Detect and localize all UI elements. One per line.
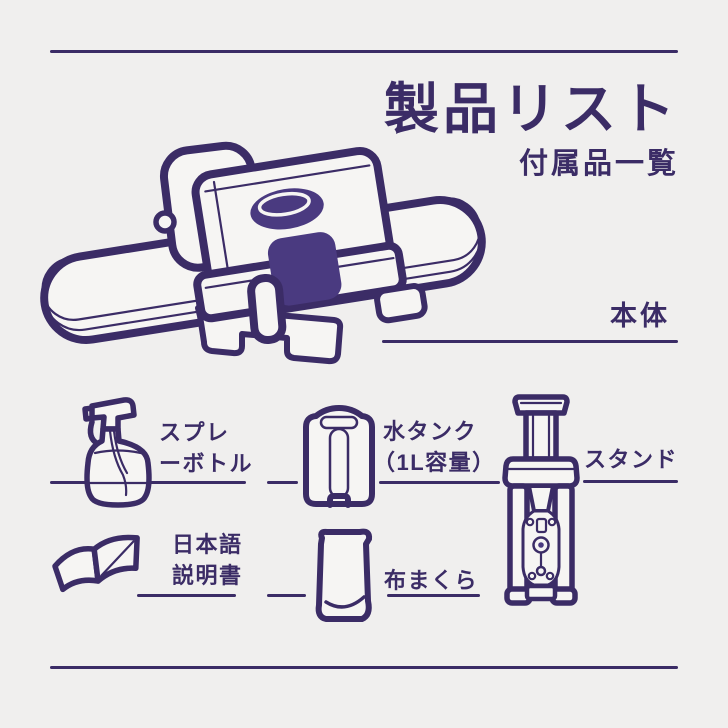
cloth-pillow-icon bbox=[315, 528, 373, 622]
spray-bottle-label: スプレ ーボトル bbox=[159, 420, 254, 477]
side-knob bbox=[153, 210, 177, 234]
instruction-manual-label: 日本語 説明書 bbox=[172, 532, 243, 589]
row2-rule-c bbox=[387, 594, 480, 597]
stand-icon bbox=[502, 394, 580, 606]
cloth-pillow-label: 布まくら bbox=[384, 568, 479, 593]
instruction-manual-icon bbox=[52, 534, 140, 593]
control-panel bbox=[267, 232, 342, 306]
row1-rule-b bbox=[267, 481, 298, 484]
page-title: 製品リスト bbox=[383, 78, 679, 140]
steam-press-iron-illustration bbox=[40, 141, 486, 365]
bottom-rule bbox=[50, 666, 678, 669]
front-clamp-arm bbox=[247, 273, 287, 345]
top-rule bbox=[50, 50, 678, 53]
water-tank-icon bbox=[303, 405, 375, 508]
stand-label: スタンド bbox=[584, 447, 679, 472]
spray-bottle-icon bbox=[82, 397, 152, 508]
water-tank-label: 水タンク （1L容量） bbox=[373, 419, 496, 476]
main-unit-label: 本体 bbox=[610, 301, 670, 331]
row1-rule-c bbox=[379, 481, 500, 484]
row2-rule-b bbox=[267, 594, 306, 597]
main-unit-rule bbox=[382, 340, 678, 343]
page-subtitle: 付属品一覧 bbox=[518, 148, 679, 180]
row1-rule-d bbox=[583, 480, 678, 483]
row2-rule-a bbox=[137, 594, 236, 597]
